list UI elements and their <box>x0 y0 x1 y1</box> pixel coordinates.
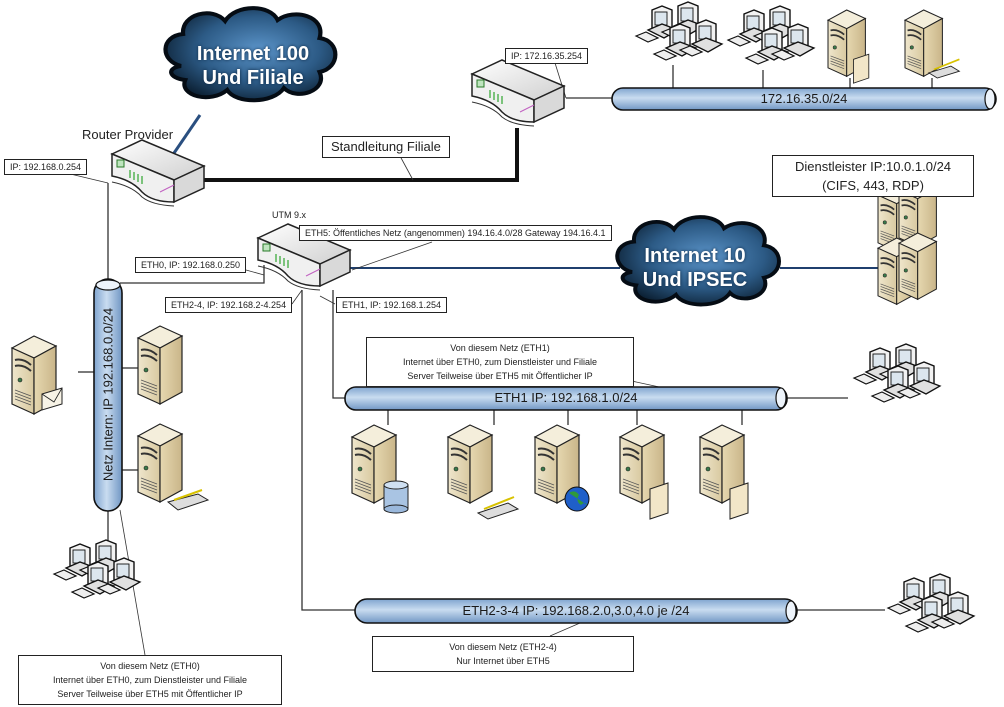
utm-eth1-label: ETH1, IP: 192.168.1.254 <box>336 297 448 313</box>
cloud-line-1: Internet 10 <box>644 245 746 267</box>
note-line: Internet über ETH0, zum Dienstleister un… <box>402 357 598 367</box>
server-file-icon <box>699 424 749 520</box>
server-file-icon <box>827 9 870 84</box>
utm-eth2-4-label: ETH2-4, IP: 192.168.2-4.254 <box>165 297 293 313</box>
server-fax-icon <box>137 423 210 511</box>
leased-line-label: Standleitung Filiale <box>322 136 450 158</box>
note-eth2-4: Von diesem Netz (ETH2-4) Nur Internet üb… <box>372 636 634 672</box>
server-cluster-icon <box>877 179 938 306</box>
cloud-line-1: Internet 100 <box>196 43 310 65</box>
cloud-line-2: Und IPSEC <box>642 269 748 291</box>
leased-line <box>204 128 519 182</box>
network-pipe-internal <box>93 278 123 512</box>
network-pipe-branch <box>611 87 997 111</box>
router-provider-icon <box>111 139 205 207</box>
router-branch-icon <box>471 59 565 127</box>
router-provider-ip-label: IP: 192.168.0.254 <box>4 159 88 175</box>
server-mail-icon <box>11 335 63 415</box>
note-eth1: Von diesem Netz (ETH1) Internet über ETH… <box>366 337 634 387</box>
workstations-branch-1-icon <box>636 2 722 60</box>
note-line: Von diesem Netz (ETH1) <box>450 343 550 353</box>
workstations-branch-2-icon <box>728 6 814 64</box>
cloud-internet10-label: Internet 10 Und IPSEC <box>620 244 770 292</box>
note-line: Server Teilweise über ETH5 mit Öffentlic… <box>407 371 593 381</box>
workstations-internal-icon <box>54 540 140 598</box>
network-internal-label: Netz Intern: IP 192.168.0.0/24 <box>100 307 116 482</box>
cloud-line-2: Und Filiale <box>202 67 304 89</box>
server-fax-icon <box>904 9 961 79</box>
utm-title: UTM 9.x <box>272 210 307 220</box>
note-line: Von diesem Netz (ETH0) <box>100 661 200 671</box>
service-provider-line: (CIFS, 443, RDP) <box>822 178 924 193</box>
network-branch-label: 172.16.35.0/24 <box>760 91 848 106</box>
workstations-eth1-icon <box>854 344 940 402</box>
note-line: Nur Internet über ETH5 <box>456 656 550 666</box>
service-provider-label: Dienstleister IP:10.0.1.0/24 (CIFS, 443,… <box>772 155 974 197</box>
utm-eth0-label: ETH0, IP: 192.168.0.250 <box>135 257 247 273</box>
network-eth2-4-label: ETH2-3-4 IP: 192.168.2.0,3.0,4.0 je /24 <box>462 603 690 618</box>
server-fax-icon <box>447 424 520 520</box>
router-branch-ip-label: IP: 172.16.35.254 <box>505 48 589 64</box>
server-web-icon <box>534 424 590 512</box>
router-provider-title: Router Provider <box>82 127 174 142</box>
wan-link-internet100 <box>170 114 202 157</box>
server-file-icon <box>619 424 669 520</box>
note-eth0: Von diesem Netz (ETH0) Internet über ETH… <box>18 655 282 705</box>
network-pipe-eth1 <box>344 386 788 411</box>
server-icon <box>137 325 183 405</box>
network-pipe-eth2-4 <box>354 598 798 624</box>
network-eth1-label: ETH1 IP: 192.168.1.0/24 <box>494 390 638 405</box>
server-database-icon <box>351 424 409 514</box>
note-line: Internet über ETH0, zum Dienstleister un… <box>52 675 248 685</box>
utm-eth5-label: ETH5: Öffentliches Netz (angenommen) 194… <box>299 225 612 241</box>
service-provider-line: Dienstleister IP:10.0.1.0/24 <box>794 159 952 174</box>
workstations-eth2-4-icon <box>888 574 974 632</box>
note-line: Von diesem Netz (ETH2-4) <box>449 642 557 652</box>
cloud-internet100-label: Internet 100 Und Filiale <box>178 42 328 90</box>
note-line: Server Teilweise über ETH5 mit Öffentlic… <box>57 689 243 699</box>
